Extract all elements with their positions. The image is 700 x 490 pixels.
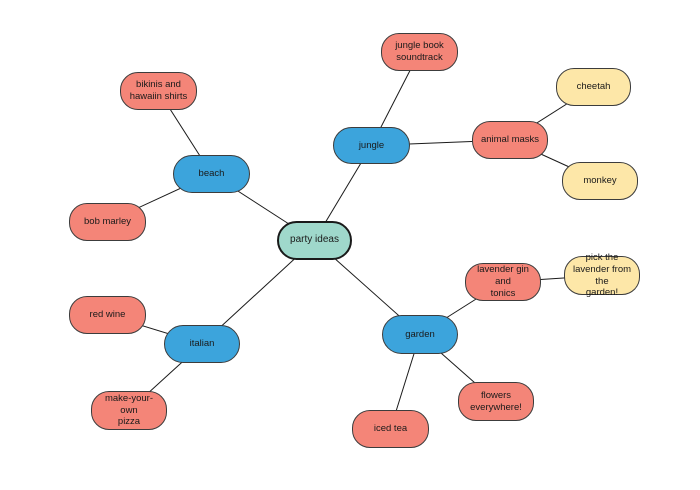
node-jungle-label: jungle xyxy=(358,139,385,151)
node-monkey[interactable]: monkey xyxy=(562,162,638,200)
node-jungle[interactable]: jungle xyxy=(333,127,410,164)
node-bob-marley-label: bob marley xyxy=(84,216,131,228)
node-lavender-gin-tonics-label: lavender gin and tonics xyxy=(477,264,529,299)
node-party-ideas[interactable]: party ideas xyxy=(277,221,352,260)
node-pick-lavender[interactable]: pick the lavender from the garden! xyxy=(564,252,640,298)
node-iced-tea[interactable]: iced tea xyxy=(352,410,429,448)
node-red-wine-label: red wine xyxy=(89,309,126,321)
node-make-your-own-pizza-label: make-your-own pizza xyxy=(104,392,154,428)
node-animal-masks[interactable]: animal masks xyxy=(472,121,548,159)
node-bikinis-hawaiin-shirts[interactable]: bikinis and hawaiin shirts xyxy=(120,72,197,110)
node-jungle-book-soundtrack[interactable]: jungle book soundtrack xyxy=(381,33,458,71)
node-flowers-everywhere-label: flowers everywhere! xyxy=(470,389,522,413)
node-beach-label: beach xyxy=(198,168,225,180)
node-red-wine[interactable]: red wine xyxy=(69,296,146,334)
node-flowers-everywhere[interactable]: flowers everywhere! xyxy=(458,382,534,421)
node-garden[interactable]: garden xyxy=(382,315,458,354)
node-party-ideas-label: party ideas xyxy=(290,234,339,246)
node-jungle-book-soundtrack-label: jungle book soundtrack xyxy=(395,40,444,63)
node-bikinis-hawaiin-shirts-label: bikinis and hawaiin shirts xyxy=(129,79,188,102)
node-garden-label: garden xyxy=(405,328,435,340)
node-italian-label: italian xyxy=(189,338,215,350)
node-iced-tea-label: iced tea xyxy=(373,423,408,435)
node-lavender-gin-tonics[interactable]: lavender gin and tonics xyxy=(465,263,541,301)
node-pick-lavender-label: pick the lavender from the garden! xyxy=(572,251,632,299)
node-cheetah[interactable]: cheetah xyxy=(556,68,631,106)
node-bob-marley[interactable]: bob marley xyxy=(69,203,146,241)
node-cheetah-label: cheetah xyxy=(576,81,611,93)
node-beach[interactable]: beach xyxy=(173,155,250,193)
node-monkey-label: monkey xyxy=(583,175,617,187)
node-italian[interactable]: italian xyxy=(164,325,240,363)
node-animal-masks-label: animal masks xyxy=(480,134,540,146)
node-make-your-own-pizza[interactable]: make-your-own pizza xyxy=(91,391,167,430)
